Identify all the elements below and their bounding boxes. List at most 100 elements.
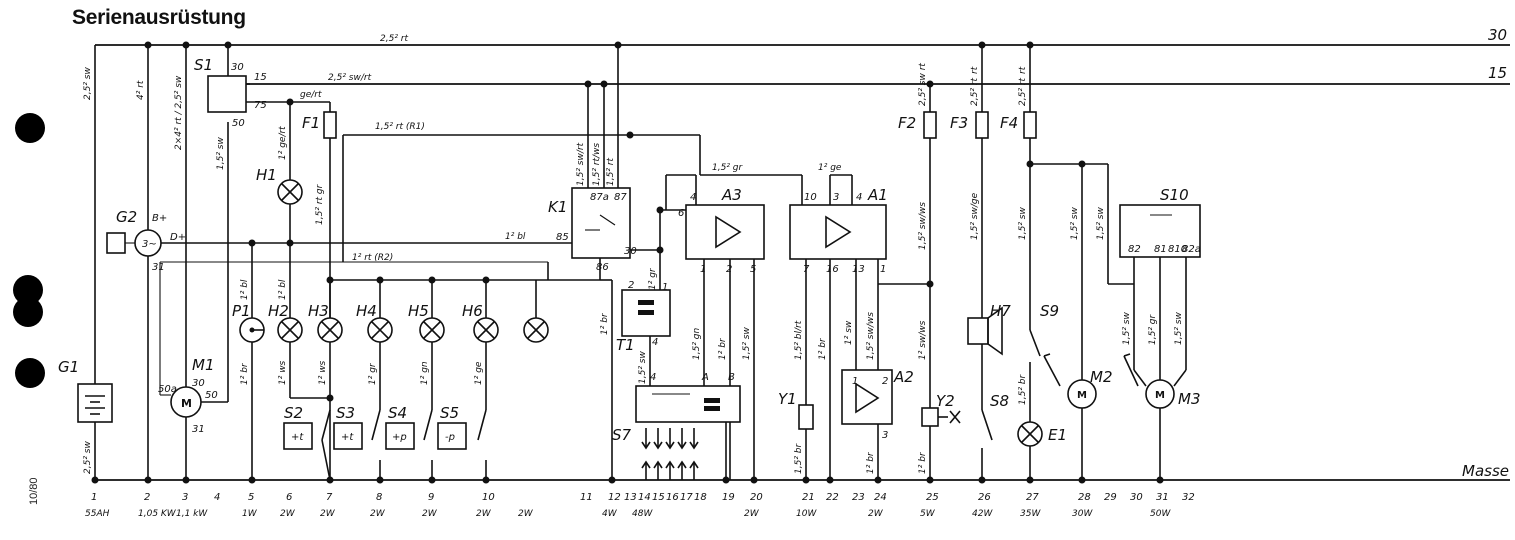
- wire-label: 1,5² sw: [1122, 312, 1132, 345]
- amplifier-a3: [665, 174, 765, 480]
- pin-label: 30: [231, 62, 244, 73]
- column-number: 17: [680, 492, 693, 503]
- pin-label: 50: [232, 118, 245, 129]
- punch-holes: [13, 113, 45, 388]
- sensor-label: +t: [341, 432, 354, 443]
- junction-dots: [91, 41, 1164, 484]
- switch-s7: [635, 385, 741, 480]
- label-g2: G2: [116, 208, 137, 226]
- pin-label: 3~: [142, 239, 157, 250]
- label-g1: G1: [58, 358, 79, 376]
- label-s3: S3: [336, 404, 355, 422]
- label-m3: M3: [1178, 390, 1201, 408]
- column-number: 3: [182, 492, 188, 503]
- pin-label: 85: [556, 232, 569, 243]
- pin-label: 10: [804, 192, 817, 203]
- wire-label: 4² rt: [136, 80, 146, 100]
- pin-label: 50: [205, 390, 218, 401]
- wire-label: 1,5² sw: [638, 351, 648, 384]
- label-f3: F3: [950, 114, 968, 132]
- wire-label: 1,5² sw: [1174, 312, 1184, 345]
- label-m2: M2: [1090, 368, 1113, 386]
- pin-label: 2: [628, 280, 634, 291]
- wire-label: 2,5² sw: [83, 67, 93, 100]
- wire-label: 1² sw: [844, 320, 854, 345]
- wire-label: rt: [1018, 66, 1028, 74]
- pin-label: A: [701, 372, 709, 383]
- sensor-label: +p: [392, 432, 407, 443]
- wire-label: 1,5² sw: [1096, 207, 1106, 240]
- column-rating: 2W: [370, 509, 386, 519]
- column-rating: 1W: [242, 509, 258, 519]
- wire-label: 1² rt (R2): [352, 253, 393, 263]
- pin-label: 6: [678, 208, 684, 219]
- wire-label: 1² ws: [278, 360, 288, 385]
- label-s1: S1: [194, 56, 213, 74]
- gauges-and-lamps: [239, 243, 549, 480]
- column-number: 18: [694, 492, 707, 503]
- column-rating: 42W: [972, 509, 993, 519]
- column-rating: 10W: [796, 509, 817, 519]
- column-number: 9: [428, 492, 434, 503]
- label-h4: H4: [356, 302, 377, 320]
- page-title: Serienausrüstung: [72, 6, 246, 29]
- wire-label: 1² ge: [818, 163, 842, 173]
- pin-label: 30: [624, 246, 637, 257]
- pin-label: B+: [152, 213, 167, 224]
- column-number: 2: [144, 492, 150, 503]
- rail-30-label: 30: [1488, 26, 1507, 44]
- wire-label: 1,5² br: [1018, 374, 1028, 405]
- column-rating: 2W: [422, 509, 438, 519]
- battery-g1: [77, 45, 113, 480]
- wire-label: 1,5² rt (R1): [375, 122, 425, 132]
- pin-label: 7: [803, 264, 810, 275]
- label-f1: F1: [302, 114, 320, 132]
- label-f4: F4: [1000, 114, 1018, 132]
- column-number: 28: [1078, 492, 1091, 503]
- wire-label: 2,5² sw/rt: [328, 73, 372, 83]
- wire-label: 1,5² rt/ws: [592, 143, 602, 186]
- wire-label: 1² br: [600, 312, 610, 335]
- column-rating: 2W: [476, 509, 492, 519]
- pin-label: 81: [1154, 244, 1167, 255]
- label-h2: H2: [268, 302, 289, 320]
- wire-label: 1² br: [818, 337, 828, 360]
- wire-label: 1² bl: [278, 279, 288, 300]
- pin-label: 4: [652, 337, 658, 348]
- ignition-switch-s1: [207, 45, 331, 480]
- wire-label: 1² gr: [368, 362, 378, 385]
- label-f2: F2: [898, 114, 916, 132]
- wire-label: 1² br: [918, 451, 928, 474]
- column-number: 27: [1026, 492, 1039, 503]
- svg-text:M: M: [1077, 390, 1087, 401]
- pin-label: 2: [726, 264, 732, 275]
- column-rating: 2W: [744, 509, 760, 519]
- column-number: 13: [624, 492, 637, 503]
- pin-label: 30: [192, 378, 205, 389]
- pin-label: B: [728, 372, 735, 383]
- column-rating: 5W: [920, 509, 936, 519]
- label-h1: H1: [256, 166, 277, 184]
- column-number: 32: [1182, 492, 1195, 503]
- pin-label: 50a: [158, 384, 177, 395]
- wire-label: 1,5² rt gr: [315, 183, 325, 225]
- pin-label: 82a: [1182, 244, 1201, 255]
- column-rating: 30W: [1072, 509, 1093, 519]
- wire-label: 1² br: [240, 362, 250, 385]
- wire-label: 1,5² gr: [1148, 314, 1158, 345]
- column-rating: 35W: [1020, 509, 1041, 519]
- column-number: 11: [580, 492, 593, 503]
- label-s2: S2: [284, 404, 303, 422]
- wire-label: 1,5² br: [794, 443, 804, 474]
- column-number: 20: [750, 492, 763, 503]
- wire-label: 1,5² sw: [216, 137, 226, 170]
- pin-label: D+: [170, 232, 186, 243]
- pin-label: 31: [152, 262, 165, 273]
- column-number: 25: [926, 492, 939, 503]
- svg-text:M: M: [1155, 390, 1165, 401]
- column-number: 10: [482, 492, 495, 503]
- column-rating: 1,1 kW: [176, 509, 208, 519]
- pin-label: 1: [662, 282, 668, 293]
- label-k1: K1: [548, 198, 567, 216]
